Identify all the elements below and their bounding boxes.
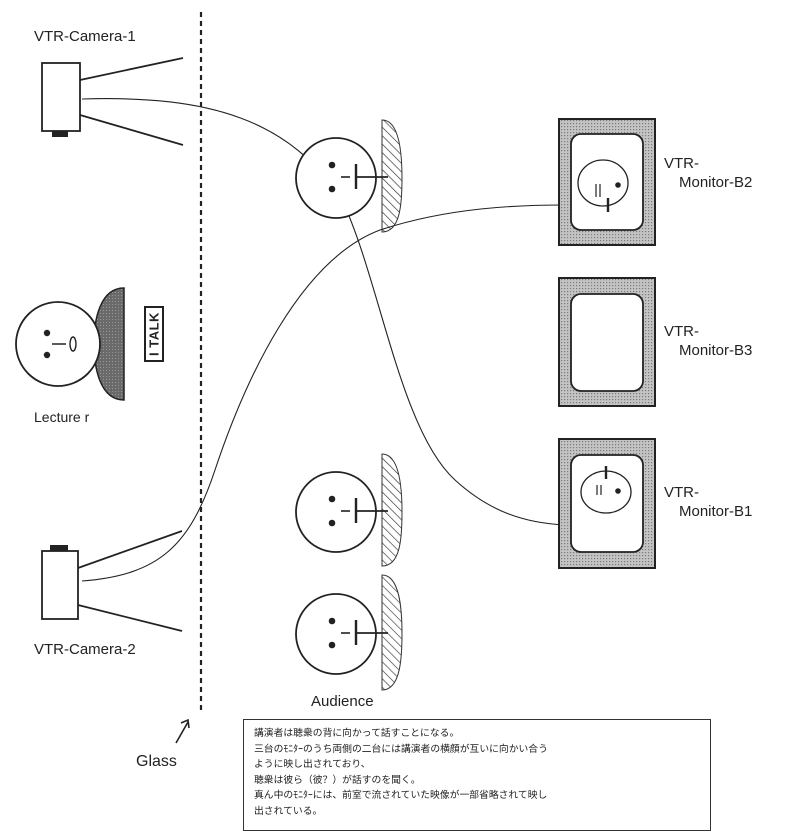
monitor-b3 [559, 278, 655, 406]
monitor-b3-label-line1: VTR- [664, 323, 699, 340]
note-line: 聴衆は彼ら（彼？）が話すのを聞く。 [254, 773, 700, 789]
monitor-b1-label-line1: VTR- [664, 484, 699, 501]
explanation-note: 講演者は聴衆の背に向かって話すことになる。 三台のﾓﾆﾀｰのうち両側の二台には講… [243, 719, 711, 831]
talk-sign: I TALK [144, 306, 164, 362]
note-line: 講演者は聴衆の背に向かって話すことになる。 [254, 726, 700, 742]
monitor-b2-label-line1: VTR- [664, 155, 699, 172]
note-line: 出されている。 [254, 804, 700, 820]
note-line: ように映し出されており、 [254, 757, 700, 773]
monitor-b2 [559, 119, 655, 245]
monitor-b1 [559, 439, 655, 568]
note-line: 真ん中のﾓﾆﾀｰには、前室で流されていた映像が一部省略されて映し [254, 788, 700, 804]
monitor-b3-label-line2: Monitor-B3 [679, 342, 752, 359]
monitor-b2-label-line2: Monitor-B2 [679, 174, 752, 191]
camera-1-label: VTR-Camera-1 [34, 28, 136, 45]
glass-arrow [176, 720, 189, 743]
camera-2-label: VTR-Camera-2 [34, 641, 136, 658]
camera-2 [42, 531, 182, 631]
lecturer-figure [16, 288, 124, 400]
glass-label: Glass [136, 753, 177, 771]
monitor-b1-label-line2: Monitor-B1 [679, 503, 752, 520]
lecturer-label: Lecture r [34, 409, 89, 425]
note-line: 三台のﾓﾆﾀｰのうち両側の二台には講演者の横顔が互いに向かい合う [254, 742, 700, 758]
audience-member-3 [296, 575, 402, 690]
audience-member-1 [296, 120, 402, 232]
audience-member-2 [296, 454, 402, 566]
audience-label: Audience [311, 693, 374, 710]
